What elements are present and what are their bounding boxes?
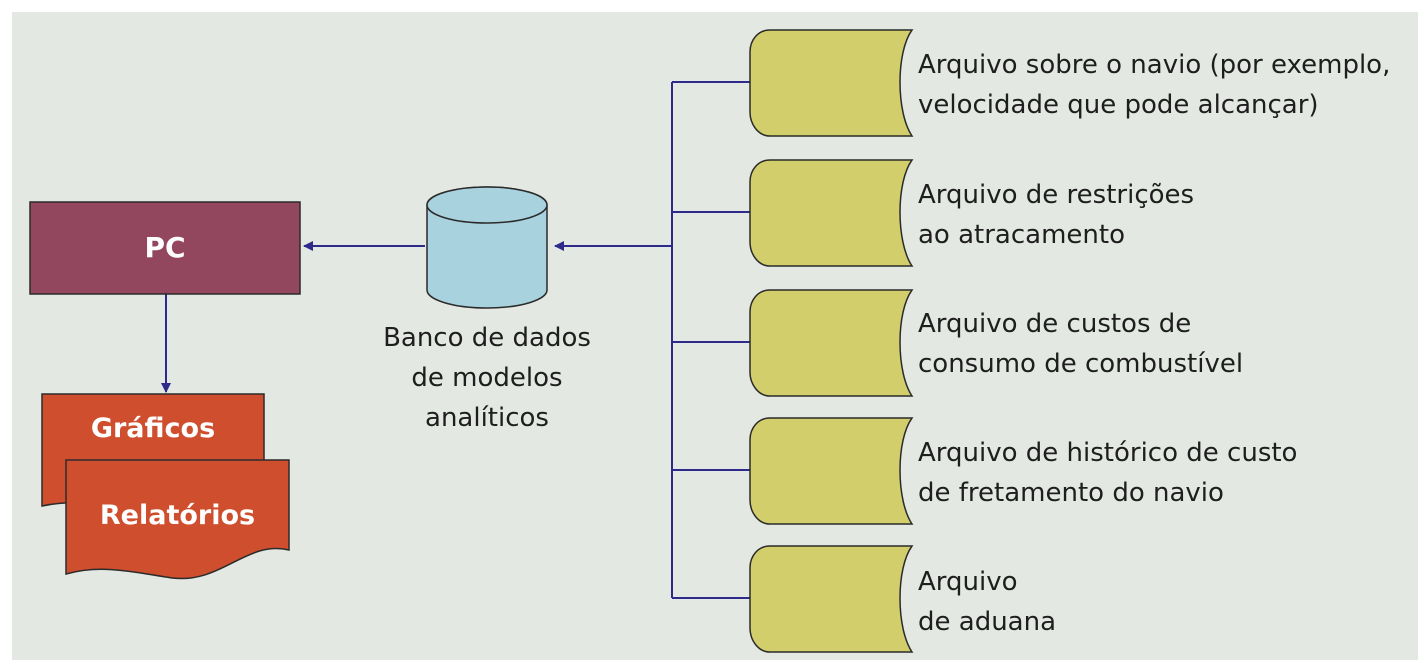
file-label-3-line-2: consumo de combustível bbox=[918, 349, 1244, 379]
file-label-3: Arquivo de custos de consumo de combustí… bbox=[918, 304, 1243, 384]
file-label-1-line-1: Arquivo sobre o navio (por exemplo, bbox=[918, 50, 1391, 80]
database-cylinder-top bbox=[426, 186, 548, 224]
database-label-line-1: Banco de dados bbox=[383, 323, 591, 353]
file-label-5-line-2: de aduana bbox=[918, 607, 1057, 637]
pc-label: PC bbox=[144, 231, 186, 264]
file-label-5-line-1: Arquivo bbox=[918, 567, 1018, 597]
file-label-2: Arquivo de restrições ao atracamento bbox=[918, 175, 1194, 255]
file-label-4-line-1: Arquivo de histórico de custo bbox=[918, 438, 1298, 468]
file-shape-2 bbox=[749, 159, 914, 267]
file-shape-1 bbox=[749, 29, 914, 137]
file-shape-4 bbox=[749, 417, 914, 525]
file-label-2-line-1: Arquivo de restrições bbox=[918, 180, 1195, 210]
file-shape-3 bbox=[749, 289, 914, 397]
database-label-line-2: de modelos bbox=[411, 363, 563, 393]
file-label-4: Arquivo de histórico de custo de fretame… bbox=[918, 433, 1297, 513]
file-label-4-line-2: de fretamento do navio bbox=[918, 478, 1224, 508]
database-label-line-3: analíticos bbox=[425, 403, 549, 433]
reports-document bbox=[65, 459, 290, 580]
file-label-1-line-2: velocidade que pode alcançar) bbox=[918, 90, 1319, 120]
pc-box bbox=[29, 201, 301, 295]
graphs-label: Gráficos bbox=[90, 413, 216, 444]
file-shape-5 bbox=[749, 545, 914, 653]
reports-label: Relatórios bbox=[99, 500, 256, 531]
file-label-1: Arquivo sobre o navio (por exemplo, velo… bbox=[918, 45, 1390, 125]
database-label: Banco de dados de modelos analíticos bbox=[357, 318, 617, 438]
file-label-2-line-2: ao atracamento bbox=[918, 220, 1125, 250]
file-label-5: Arquivo de aduana bbox=[918, 562, 1056, 642]
file-label-3-line-1: Arquivo de custos de bbox=[918, 309, 1192, 339]
